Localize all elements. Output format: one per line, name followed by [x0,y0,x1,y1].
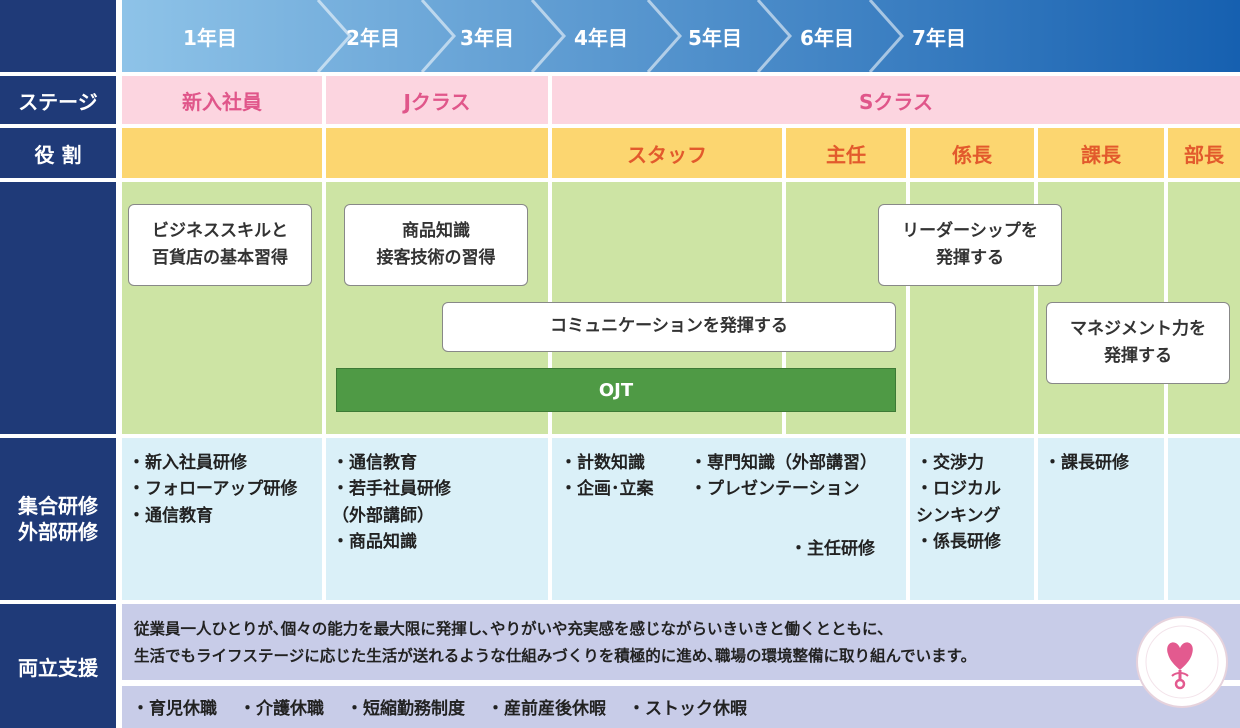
support-item-childcare-leave: ・育児休職 [132,698,217,719]
support-items-area [122,684,1240,728]
goal-communication: コミュニケーションを発揮する [442,302,896,352]
support-description-area [122,604,1240,680]
stage-j-class: Jクラス [326,76,548,124]
support-item-nursing-leave: ・介護休職 [239,698,324,719]
training-cell-4 [910,438,1034,600]
row-header-stage: ステージ [0,76,116,124]
stage-s-class: Sクラス [552,76,1240,124]
chevron-5 [756,0,793,72]
chevron-2 [420,0,457,72]
support-item-stock-leave: ・ストック休暇 [628,698,747,719]
support-paragraph-line-2: 生活でもライフステージに応じた生活が送れるような仕組みづくりを積極的に進め､職場… [134,647,977,665]
year-2: 2年目 [346,25,400,50]
training-cell-2 [326,438,548,600]
training-list-new-employee: ・新入社員研修 ・フォローアップ研修 ・通信教育 [128,453,298,526]
year-6: 6年目 [800,25,854,50]
role-staff: スタッフ [552,128,782,178]
year-3: 3年目 [460,25,514,50]
chevron-4 [646,0,683,72]
role-bucho: 部長 [1168,128,1240,178]
year-7: 7年目 [912,25,966,50]
row-header-goal [0,182,116,434]
support-item-shortened-hours: ・短縮勤務制度 [346,698,465,719]
row-header-support: 両立支援 [0,604,116,728]
training-list-shunin: ・主任研修 [790,539,875,559]
goal-ojt-bar: OJT [336,368,896,412]
training-cell-1 [122,438,322,600]
training-cell-3 [552,438,906,600]
role-cell-empty-2 [326,128,548,178]
training-list-staff-a: ・計数知識 ・企画･立案 [560,453,654,500]
kurumin-certification-badge-icon [1136,616,1228,708]
support-paragraph-line-1: 従業員一人ひとりが､個々の能力を最大限に発揮し､やりがいや充実感を感じながらいき… [134,620,886,638]
training-cell-6 [1168,438,1240,600]
training-list-kacho: ・課長研修 [1044,453,1129,473]
year-1: 1年目 [183,25,237,50]
goal-leadership: リーダーシップを 発揮する [878,204,1062,286]
role-shunin: 主任 [786,128,906,178]
training-list-j-class: ・通信教育 ・若手社員研修 （外部講師） ・商品知識 [332,453,451,553]
role-cell-empty-1 [122,128,322,178]
year-timeline [122,0,1240,72]
support-items-list: ・育児休職 ・介護休職 ・短縮勤務制度 ・産前産後休暇 ・ストック休暇 [132,692,747,720]
role-kacho: 課長 [1038,128,1164,178]
goal-product-knowledge: 商品知識 接客技術の習得 [344,204,528,286]
goal-management: マネジメント力を 発揮する [1046,302,1230,384]
year-4: 4年目 [574,25,628,50]
corner-cell [0,0,116,72]
training-cell-5 [1038,438,1164,600]
row-header-training: 集合研修 外部研修 [0,438,116,600]
year-5: 5年目 [688,25,742,50]
support-item-maternity-leave: ・産前産後休暇 [487,698,606,719]
row-header-role: 役 割 [0,128,116,178]
chevron-3 [530,0,567,72]
training-list-staff-b: ・専門知識（外部講習） ・プレゼンテーション [690,453,877,500]
stage-new-employee: 新入社員 [122,76,322,124]
role-kakaricho: 係長 [910,128,1034,178]
chevron-6 [868,0,905,72]
chevron-1 [316,0,353,72]
training-list-kakaricho: ・交渉力 ・ロジカル シンキング ・係長研修 [916,453,1001,553]
goal-business-skill: ビジネススキルと 百貨店の基本習得 [128,204,312,286]
